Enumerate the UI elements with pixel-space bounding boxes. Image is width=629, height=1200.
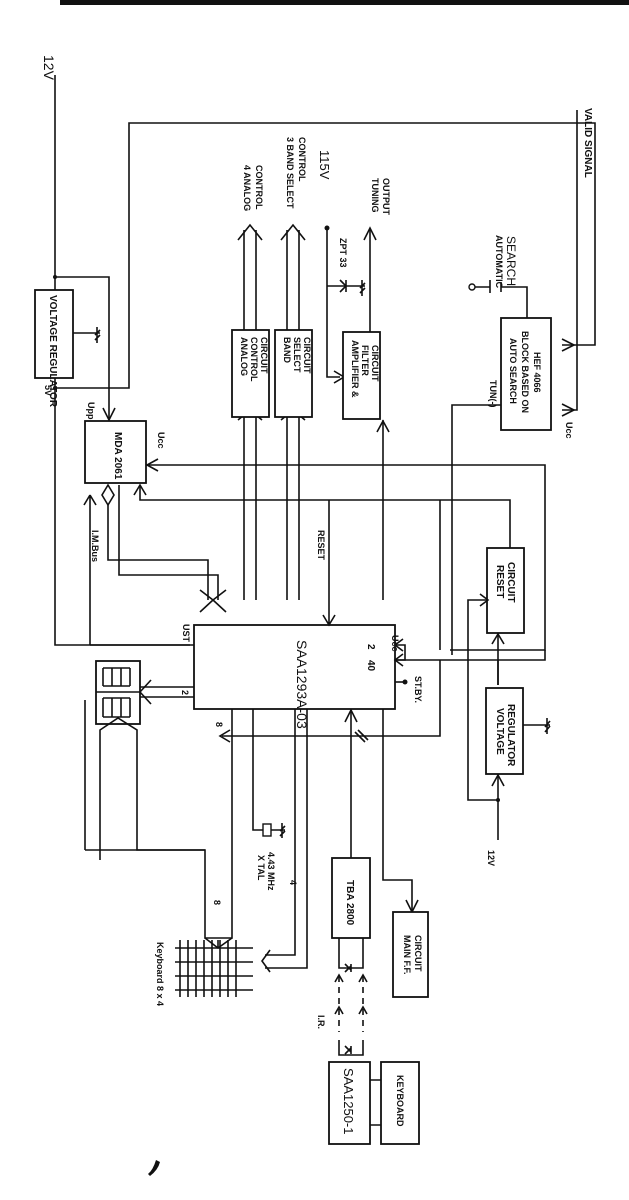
v12-top-label: 12V — [41, 55, 57, 81]
xtal-line-1: X TAL — [256, 855, 266, 881]
analog-control-line-1: ANALOG — [239, 337, 249, 376]
bus4-label: 4 — [288, 880, 298, 885]
scan-mark — [148, 1160, 160, 1176]
v5-label: 5V — [43, 385, 53, 396]
keyboard-block — [380, 1061, 420, 1145]
keyboard-matrix — [175, 940, 253, 997]
auto-search-line-3: HEF 4066 — [532, 352, 542, 393]
auto-search-block — [500, 317, 552, 431]
keyboard-bus-4 — [261, 709, 308, 973]
voltage-regulator-bottom-line-2: REGULATOR — [505, 704, 516, 767]
ir-label: I.R. — [316, 1015, 326, 1029]
supply-12v-top — [53, 75, 110, 418]
band-select-output-2: CONTROL — [297, 137, 307, 182]
tuning-output-2: OUTPUT — [381, 178, 391, 216]
ucc-mda-label: Ucc — [156, 432, 166, 449]
band-select-line-3: CIRCUIT — [302, 337, 312, 374]
ground-symbol — [73, 327, 101, 343]
ust-label: UST — [181, 624, 191, 643]
tun-line — [451, 404, 501, 655]
pin2-ucc-label: 2 — [365, 644, 376, 650]
automatic-search-label-2: SEARCH — [504, 236, 518, 286]
keyboard-matrix-label: Keyboard 8 x 4 — [155, 942, 165, 1006]
main-ff-wiring — [382, 709, 419, 914]
ucc-main-pins — [393, 638, 408, 685]
display-bus — [138, 679, 194, 705]
amplifier-filter-line-2: FILTER — [360, 345, 370, 376]
saa1293a-block — [193, 624, 396, 710]
tba2800-wiring — [338, 708, 364, 973]
mda-2061-block — [84, 420, 147, 484]
keyboard-block-label: KEYBOARD — [395, 1075, 405, 1127]
pin2-display-label: 2 — [180, 690, 190, 695]
bus8-keyboard-label: 8 — [212, 900, 222, 905]
crystal-xtal — [252, 709, 286, 838]
saa1250-label: SAA1250-1 — [341, 1068, 356, 1135]
tun-label: TUN(-) — [488, 380, 498, 408]
reset-circuit-line-1: RESET — [494, 565, 505, 598]
reset-circuit-block — [486, 547, 525, 634]
reset-signal-label: RESET — [316, 530, 326, 561]
amplifier-filter-line-1: AMPLIFIER & — [350, 340, 360, 398]
saa1250-keyboard-link — [370, 1079, 381, 1126]
automatic-search-label-1: AUTOMATIC — [494, 235, 504, 289]
tuning-output-1: TUNING — [370, 178, 380, 213]
band-select-output-1: 3 BAND SELECT — [285, 137, 295, 209]
main-ff-line-2: CIRCUIT — [413, 935, 423, 972]
bus8-top-label: 8 — [214, 722, 224, 727]
auto-search-line-1: AUTO SEARCH — [508, 338, 518, 404]
amplifier-filter-block — [342, 331, 381, 420]
scan-border — [60, 0, 629, 5]
voltage-regulator-top-label: VOLTAGE REGULATOR — [47, 295, 58, 408]
v12-bottom-label: 12V — [486, 850, 496, 866]
ucc-mda-line — [145, 458, 546, 651]
seven-segment-display — [95, 660, 141, 725]
analog-control-line-3: CIRCUIT — [259, 337, 269, 374]
automatic-search-switch — [468, 280, 528, 318]
pin40-label: 40 — [365, 660, 376, 672]
tba2800-label: TBA 2800 — [344, 880, 355, 926]
bottom-regulator-wiring — [491, 660, 551, 840]
keyboard-bus-8 — [84, 700, 233, 949]
stby-label: ST.BY. — [413, 676, 423, 703]
voltage-regulator-bottom — [485, 687, 524, 775]
im-bus-label: I.M.Bus — [90, 530, 100, 562]
band-select-block — [274, 329, 313, 418]
reset-circuit-line-2: CIRCUIT — [505, 562, 516, 603]
zpt33-label: ZPT 33 — [338, 238, 348, 268]
analog-control-output-2: CONTROL — [254, 165, 264, 210]
saa1293a-label: SAA1293A-03 — [294, 640, 310, 729]
main-ff-block — [392, 911, 429, 998]
saa1250-block — [328, 1061, 371, 1145]
amplifier-filter-line-3: CIRCUIT — [370, 345, 380, 382]
auto-search-line-2: BLOCK BASED ON — [520, 331, 530, 413]
im-bus — [83, 483, 511, 645]
analog-control-block — [231, 329, 270, 418]
xtal-line-2: 4.43 MHz — [266, 852, 276, 891]
band-select-line-1: BAND — [282, 337, 292, 363]
upp-arrow — [102, 407, 116, 422]
voltage-regulator-bottom-line-1: VOLTAGE — [494, 708, 505, 755]
main-ff-line-1: MAIN F.F. — [402, 935, 412, 975]
band-select-line-2: SELECT — [292, 337, 302, 373]
ucc-auto-label: Ucc — [564, 422, 574, 439]
automatic-search-feedback — [128, 122, 596, 352]
v115-label: 115V — [317, 150, 332, 180]
tuning-output-line — [363, 226, 390, 600]
analog-control-line-2: CONTROL — [249, 337, 259, 382]
voltage-regulator-top — [34, 289, 74, 379]
ir-link — [334, 973, 368, 1056]
upp-label: Upp — [86, 402, 96, 420]
tba2800-block — [331, 857, 371, 939]
reset-signal-line — [322, 500, 336, 627]
valid-signal-label: VALID SIGNAL — [582, 108, 593, 178]
analog-control-output-1: 4 ANALOG — [242, 165, 252, 211]
valid-signal-line — [561, 110, 578, 417]
ucc-main-label: Ucc — [390, 635, 400, 652]
mda-2061-label: MDA 2061 — [112, 432, 123, 480]
